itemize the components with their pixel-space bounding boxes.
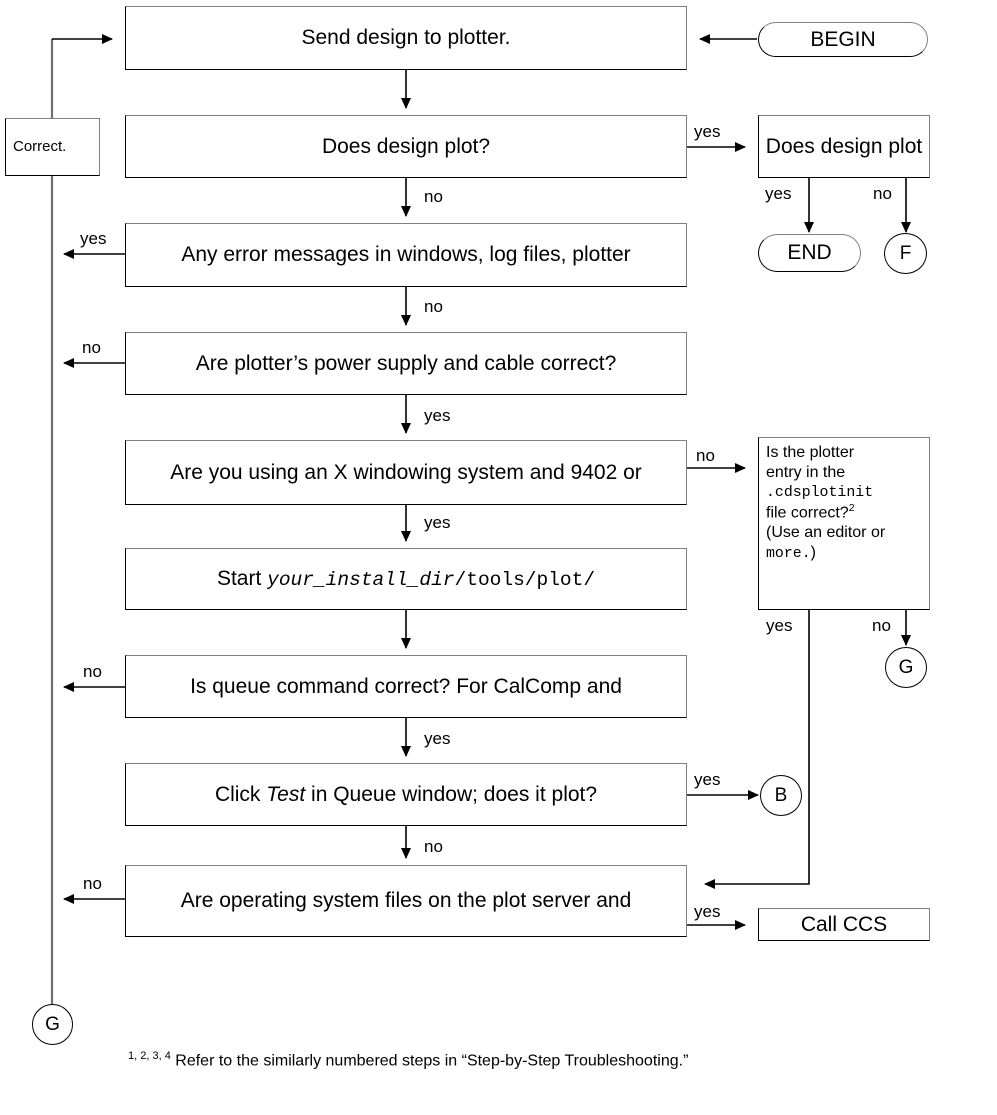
edge-label-os-files-yes: yes [694, 902, 721, 921]
decision-os-files[interactable]: Are operating system files on the plot s… [125, 865, 687, 937]
edge-label-os-files-no: no [83, 874, 102, 893]
process-send-design[interactable]: Send design to plotter. [125, 6, 687, 70]
start-install-dir-label: Start your_install_dir/tools/plot/ [217, 567, 595, 592]
plotter-entry-footnote-ref: 2 [848, 502, 855, 515]
edge-label-click-test-yes: yes [694, 770, 721, 789]
click-test-suffix: in Queue window; does it plot? [305, 782, 598, 806]
footnote: 1, 2, 3, 4 Refer to the similarly number… [128, 1050, 688, 1070]
end-label: END [787, 241, 832, 264]
decision-click-test[interactable]: Click Test in Queue window; does it plot… [125, 763, 687, 826]
edge-label-queue-yes: yes [424, 729, 451, 748]
edge-label-does-design-plot-yes: yes [694, 122, 721, 141]
decision-does-design-plot[interactable]: Does design plot? [125, 115, 687, 178]
power-supply-label: Are plotter’s power supply and cable cor… [195, 351, 617, 375]
begin-terminator[interactable]: BEGIN [758, 22, 928, 57]
start-prefix: Start [216, 566, 268, 590]
edge-label-result-no: no [873, 184, 892, 203]
click-test-italic: Test [266, 782, 306, 806]
start-italic-path: your_install_dir [267, 568, 455, 591]
any-error-label: Any error messages in windows, log files… [181, 243, 631, 267]
queue-command-label: Is queue command correct? For CalComp an… [190, 674, 622, 698]
does-design-plot-label: Does design plot? [321, 134, 491, 158]
note-correct[interactable]: Correct. [5, 118, 100, 176]
connector-g-right[interactable]: G [885, 647, 927, 688]
decision-plotter-entry-cdsplotinit[interactable]: Is the plotter entry in the .cdsplotinit… [758, 437, 930, 610]
x-windowing-label: Are you using an X windowing system and … [170, 460, 642, 484]
edge-label-click-test-no: no [424, 837, 443, 856]
footnote-text: Refer to the similarly numbered steps in… [175, 1052, 689, 1070]
plotter-entry-line4: (Use an editor or [766, 524, 886, 542]
connector-g-bottom[interactable]: G [32, 1004, 73, 1045]
plotter-entry-text: Is the plotter entry in the .cdsplotinit… [766, 443, 885, 563]
result-does-design-plot[interactable]: Does design plot [758, 115, 930, 178]
note-correct-label: Correct. [13, 137, 67, 155]
end-terminator[interactable]: END [758, 234, 861, 272]
edge-label-does-design-plot-no: no [424, 187, 443, 206]
process-start-install-dir[interactable]: Start your_install_dir/tools/plot/ [125, 548, 687, 610]
footnote-refs: 1, 2, 3, 4 [128, 1050, 171, 1062]
result-does-design-plot-label: Does design plot [765, 134, 923, 158]
plotter-entry-close-paren: ) [810, 543, 816, 561]
edge-label-any-error-yes: yes [80, 229, 107, 248]
connector-g-bottom-label: G [45, 1013, 60, 1035]
edge-label-power-no: no [82, 338, 101, 357]
decision-x-windowing[interactable]: Are you using an X windowing system and … [125, 440, 687, 505]
click-test-label: Click Test in Queue window; does it plot… [215, 783, 597, 807]
os-files-label: Are operating system files on the plot s… [180, 889, 632, 913]
send-design-label: Send design to plotter. [301, 26, 511, 50]
plotter-entry-more-cmd: more. [766, 545, 811, 562]
call-ccs-label: Call CCS [800, 912, 888, 936]
connector-b-label: B [774, 784, 788, 806]
edge-label-plotter-entry-yes: yes [766, 616, 793, 635]
begin-label: BEGIN [810, 27, 876, 51]
plotter-entry-filename: .cdsplotinit [766, 485, 874, 502]
decision-power-supply-cable[interactable]: Are plotter’s power supply and cable cor… [125, 332, 687, 395]
plotter-entry-line3: file correct? [766, 504, 849, 522]
connector-f-label: F [899, 242, 912, 264]
edge-label-x-windowing-yes: yes [424, 513, 451, 532]
plotter-entry-line1: Is the plotter [766, 444, 855, 461]
connector-f[interactable]: F [884, 233, 927, 274]
connector-g-right-label: G [898, 656, 914, 678]
terminal-call-ccs[interactable]: Call CCS [758, 908, 930, 941]
start-suffix-path: /tools/plot/ [454, 568, 596, 591]
plotter-entry-line2: entry in the [766, 463, 846, 481]
edge-label-queue-no: no [83, 662, 102, 681]
click-test-prefix: Click [214, 782, 267, 806]
edge-label-plotter-entry-no: no [872, 616, 891, 635]
decision-queue-command[interactable]: Is queue command correct? For CalComp an… [125, 655, 687, 718]
decision-any-error-messages[interactable]: Any error messages in windows, log files… [125, 223, 687, 287]
edge-label-power-yes: yes [424, 406, 451, 425]
connector-b[interactable]: B [760, 775, 802, 816]
edge-label-any-error-no: no [424, 297, 443, 316]
edge-label-x-windowing-no: no [696, 446, 715, 465]
edge-label-result-yes: yes [765, 184, 792, 203]
